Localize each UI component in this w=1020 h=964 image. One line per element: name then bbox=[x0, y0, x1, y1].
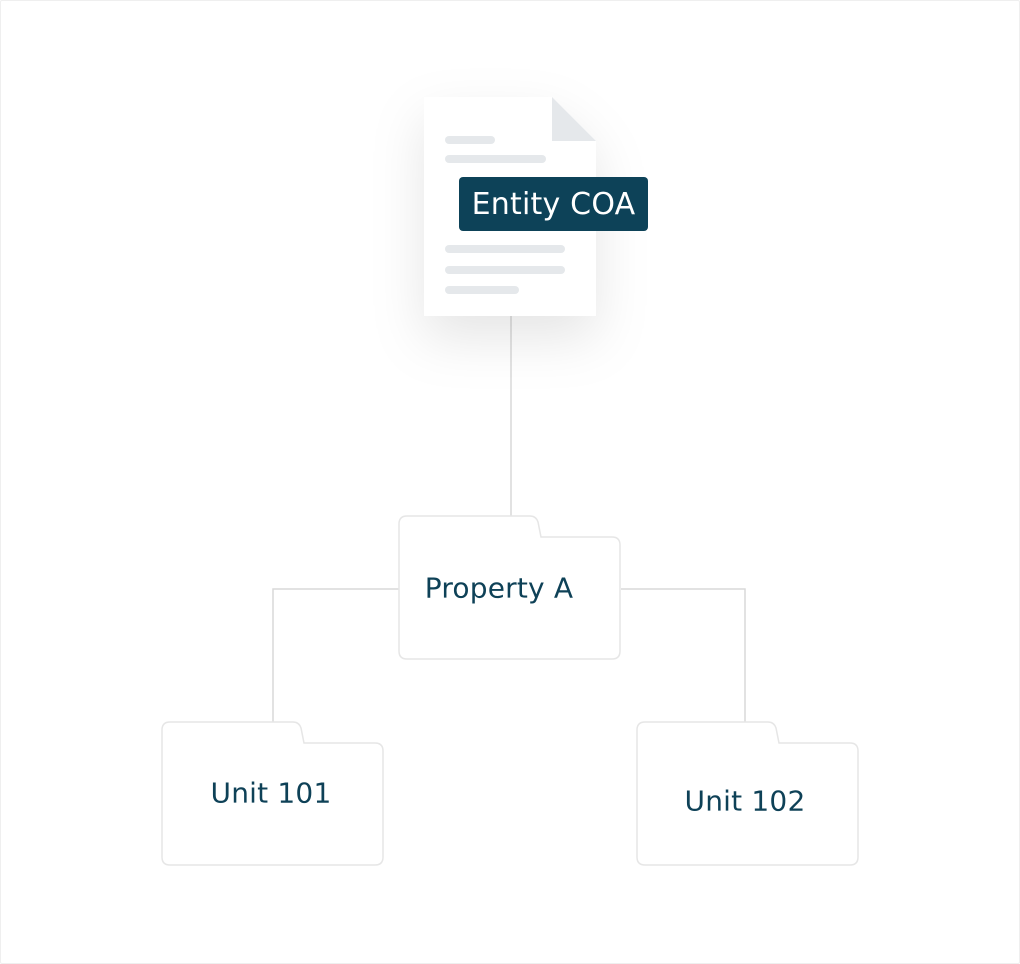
connectors bbox=[272, 316, 746, 722]
document-line bbox=[445, 286, 519, 294]
folder-property-a bbox=[398, 515, 621, 660]
connector-property-to-unit-102 bbox=[621, 588, 746, 722]
document-line bbox=[445, 266, 565, 274]
connector-property-to-unit-101 bbox=[272, 588, 399, 722]
document-corner-fold bbox=[552, 97, 596, 141]
folder-icon bbox=[636, 721, 859, 866]
document-line bbox=[445, 136, 495, 144]
unit-102-label: Unit 102 bbox=[684, 784, 806, 818]
property-a-label: Property A bbox=[424, 571, 574, 605]
entity-coa-label: Entity COA bbox=[471, 186, 636, 222]
folder-icon bbox=[398, 515, 621, 660]
folder-unit-101 bbox=[161, 721, 384, 866]
folder-icon bbox=[161, 721, 384, 866]
unit-101-label: Unit 101 bbox=[210, 776, 332, 810]
document-line bbox=[445, 245, 565, 253]
document-icon bbox=[424, 97, 596, 316]
entity-coa-badge: Entity COA bbox=[459, 177, 648, 231]
folder-unit-102 bbox=[636, 721, 859, 866]
document-line bbox=[445, 155, 546, 163]
